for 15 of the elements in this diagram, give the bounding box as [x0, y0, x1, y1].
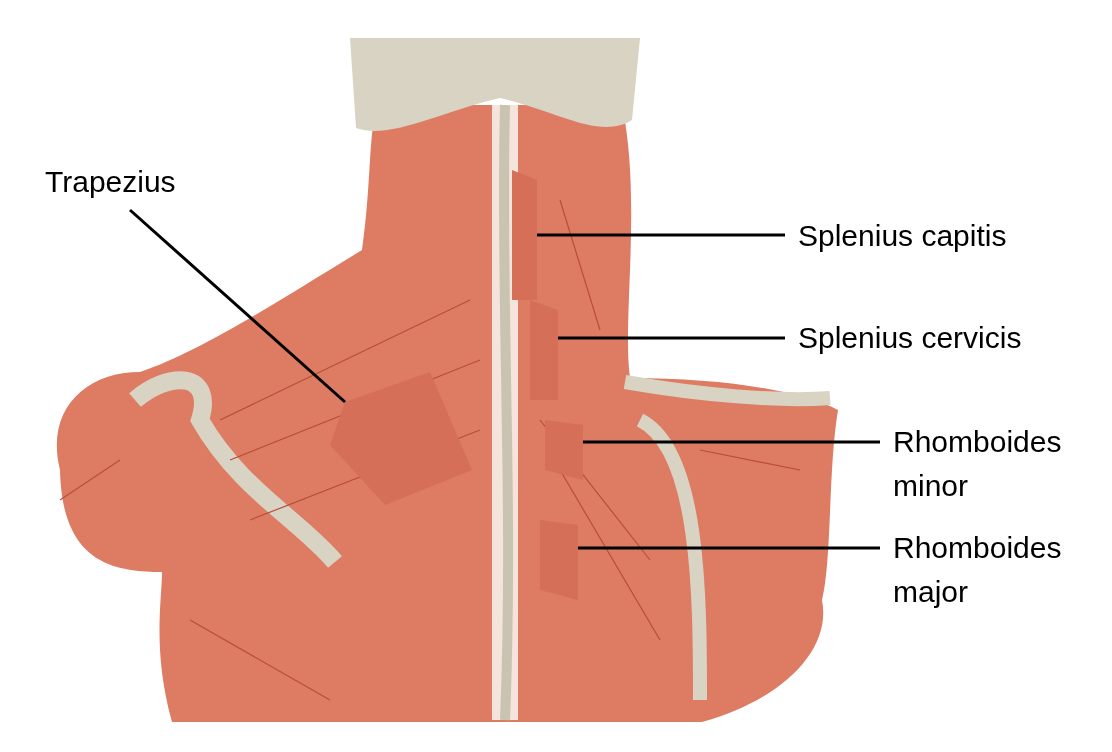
leader-line: [537, 233, 785, 237]
muscle-region: [545, 420, 583, 480]
label-text: Rhomboides major: [893, 530, 1063, 610]
leader-line: [583, 440, 880, 444]
leader-line: [129, 208, 346, 404]
muscle-region: [540, 520, 578, 600]
muscle-region: [330, 372, 472, 505]
muscle-region: [530, 300, 558, 400]
label-text: Splenius cervicis: [798, 320, 1023, 356]
label-text: Trapezius: [45, 164, 177, 200]
muscle-region: [512, 170, 537, 300]
leader-line: [578, 546, 880, 550]
label-text: Splenius capitis: [798, 218, 1008, 254]
label-text: Rhomboides minor: [893, 424, 1063, 504]
leader-line: [558, 336, 785, 340]
